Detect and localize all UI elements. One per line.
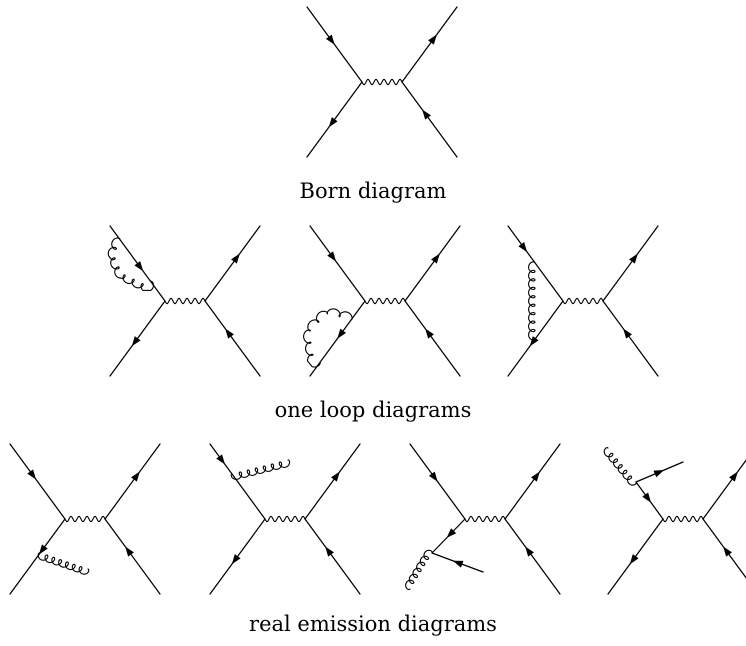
born-diagram-caption: Born diagram (299, 179, 447, 203)
one-loop-diagram-2 (303, 225, 461, 377)
fermion-line (702, 518, 746, 579)
fermion-line (204, 300, 261, 377)
fermion-line (504, 518, 561, 595)
fermion-line (309, 225, 366, 302)
fermion-arrow (531, 471, 540, 482)
gluon-line (303, 308, 353, 368)
fermion-line (304, 518, 361, 595)
fermion-arrow (331, 471, 340, 482)
photon-line (164, 297, 206, 305)
photon-line (562, 297, 604, 305)
fermion-arrow (723, 546, 732, 557)
fermion-arrow (38, 544, 48, 555)
fermion-arrow (231, 554, 241, 565)
fermion-arrow (729, 471, 738, 482)
fermion-arrow (642, 492, 652, 503)
fermion-line (209, 443, 266, 520)
gluon-line (37, 552, 90, 575)
fermion-arrow (518, 242, 528, 253)
fermion-line (401, 81, 458, 158)
fermion-arrow (134, 261, 144, 272)
fermion-arrow (327, 251, 337, 262)
fermion-arrow (428, 34, 437, 45)
fermion-line (401, 6, 458, 83)
fermion-arrow (328, 117, 338, 128)
photon-line (264, 515, 306, 523)
fermion-arrow (325, 34, 335, 45)
fermion-line (404, 300, 461, 377)
fermion-line (602, 300, 659, 377)
real-emission-diagram-3 (405, 443, 561, 595)
real-emission-diagram-1 (9, 443, 161, 595)
fermion-line (404, 225, 461, 302)
fermion-line (204, 225, 261, 302)
photon-line (662, 515, 704, 523)
fermion-arrow (337, 328, 347, 339)
fermion-arrow (422, 109, 431, 120)
real-emission-diagram-2 (209, 443, 361, 595)
one-loop-diagram-3 (507, 225, 659, 377)
fermion-arrow (446, 528, 457, 538)
gluon-line (603, 447, 637, 486)
fermion-arrow (27, 469, 37, 480)
fermion-line (504, 443, 561, 520)
photon-line (64, 515, 106, 523)
fermion-arrow (431, 253, 440, 264)
gluon-line (230, 459, 291, 480)
fermion-line (304, 443, 361, 520)
fermion-line (104, 443, 161, 520)
real-emission-diagram-4 (603, 447, 746, 595)
fermion-line (104, 518, 161, 595)
fermion-arrow (325, 546, 334, 557)
photon-line (364, 297, 406, 305)
fermion-arrow (428, 471, 438, 482)
fermion-line (602, 225, 659, 302)
fermion-arrow (629, 253, 638, 264)
fermion-line (9, 443, 66, 520)
fermion-arrow (131, 471, 140, 482)
fermion-arrow (623, 328, 632, 339)
fermion-arrow (525, 546, 534, 557)
gluon-line (405, 549, 433, 591)
fermion-line (507, 225, 564, 302)
born-diagram (306, 6, 458, 158)
fermion-arrow (452, 560, 464, 568)
fermion-line (702, 459, 746, 520)
fermion-line (9, 518, 66, 595)
gluon-line (107, 237, 155, 291)
photon-line (464, 515, 506, 523)
fermion-arrow (529, 336, 539, 347)
fermion-arrow (216, 454, 226, 465)
photon-line (361, 78, 403, 86)
fermion-arrow (653, 470, 665, 478)
fermion-arrow (629, 554, 639, 565)
real-emission-diagrams-caption: real emission diagrams (249, 612, 497, 636)
fermion-arrow (425, 328, 434, 339)
fermion-arrow (131, 336, 141, 347)
fermion-arrow (231, 253, 240, 264)
one-loop-diagrams-caption: one loop diagrams (274, 398, 472, 422)
gluon-line (528, 261, 536, 341)
fermion-arrow (125, 546, 134, 557)
one-loop-diagram-1 (107, 225, 261, 377)
fermion-arrow (225, 328, 234, 339)
